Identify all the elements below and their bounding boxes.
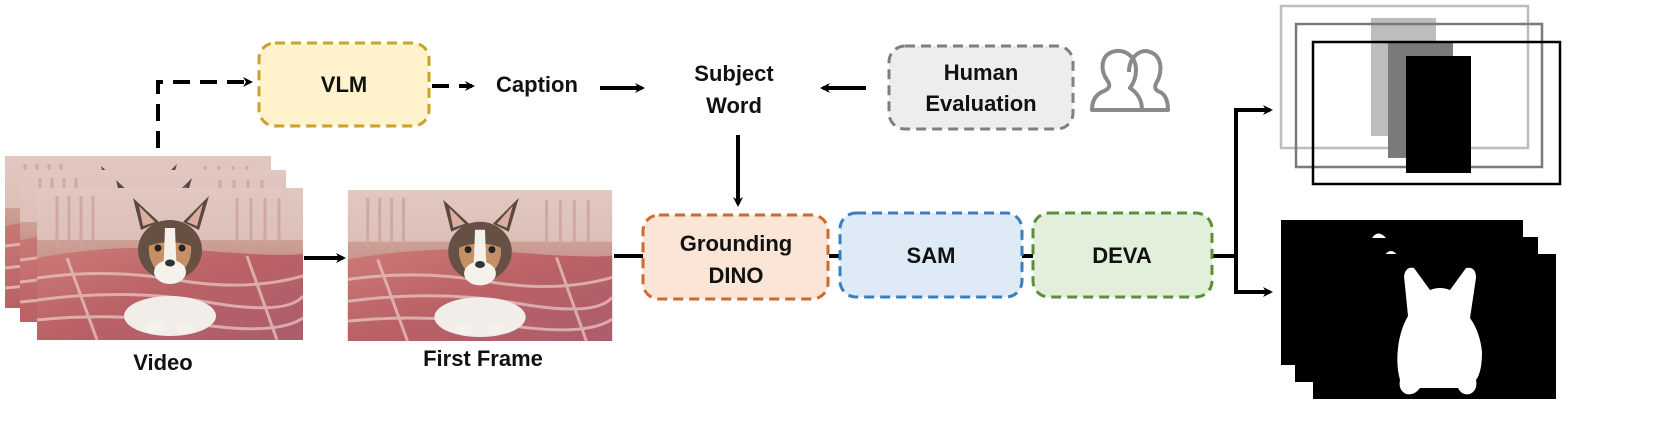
caption-label: Caption (496, 72, 578, 97)
human-evaluation-line1: Human (944, 60, 1019, 85)
vlm-box (257, 41, 431, 128)
grounding-dino-line2: DINO (709, 263, 764, 288)
deva-box (1031, 211, 1214, 299)
vlm-node: VLM (257, 41, 431, 128)
dog-silhouette-mask (1397, 267, 1482, 395)
deva-label: DEVA (1092, 243, 1152, 268)
bounding-boxes-stack (1279, 4, 1562, 186)
deva-node: DEVA (1031, 211, 1214, 299)
vlm-label: VLM (321, 72, 367, 97)
sam-label: SAM (907, 243, 956, 268)
mask-frame-1-ears (1372, 233, 1386, 238)
segmentation-mask-stack (1281, 220, 1556, 399)
arrows (156, 77, 1273, 297)
human-evaluation-line2: Evaluation (925, 91, 1036, 116)
deva-to-mask-arrow (1234, 256, 1273, 297)
grounding-dino-node: Grounding DINO (641, 213, 830, 301)
sam-node: SAM (838, 211, 1024, 299)
grounding-dino-box (641, 213, 830, 301)
bbox-region-3 (1406, 56, 1471, 173)
human-evaluation-node: Human Evaluation (887, 44, 1075, 131)
subject-word-line1: Subject (694, 61, 774, 86)
subject-word-line2: Word (706, 93, 762, 118)
subject-word-node: Subject Word (694, 61, 774, 118)
first-frame-label: First Frame (423, 346, 543, 371)
two-people-outline-icon (1090, 49, 1170, 112)
first-frame-image (347, 190, 613, 341)
human-evaluation-box (887, 44, 1075, 131)
video-label: Video (133, 350, 193, 375)
video-to-vlm-arrow (156, 77, 253, 148)
video-frame-stack (5, 156, 303, 340)
bbox-frame-3 (1311, 40, 1562, 186)
sam-box (838, 211, 1024, 299)
grounding-dino-line1: Grounding (680, 231, 792, 256)
deva-to-bbox-arrow (1234, 105, 1273, 256)
